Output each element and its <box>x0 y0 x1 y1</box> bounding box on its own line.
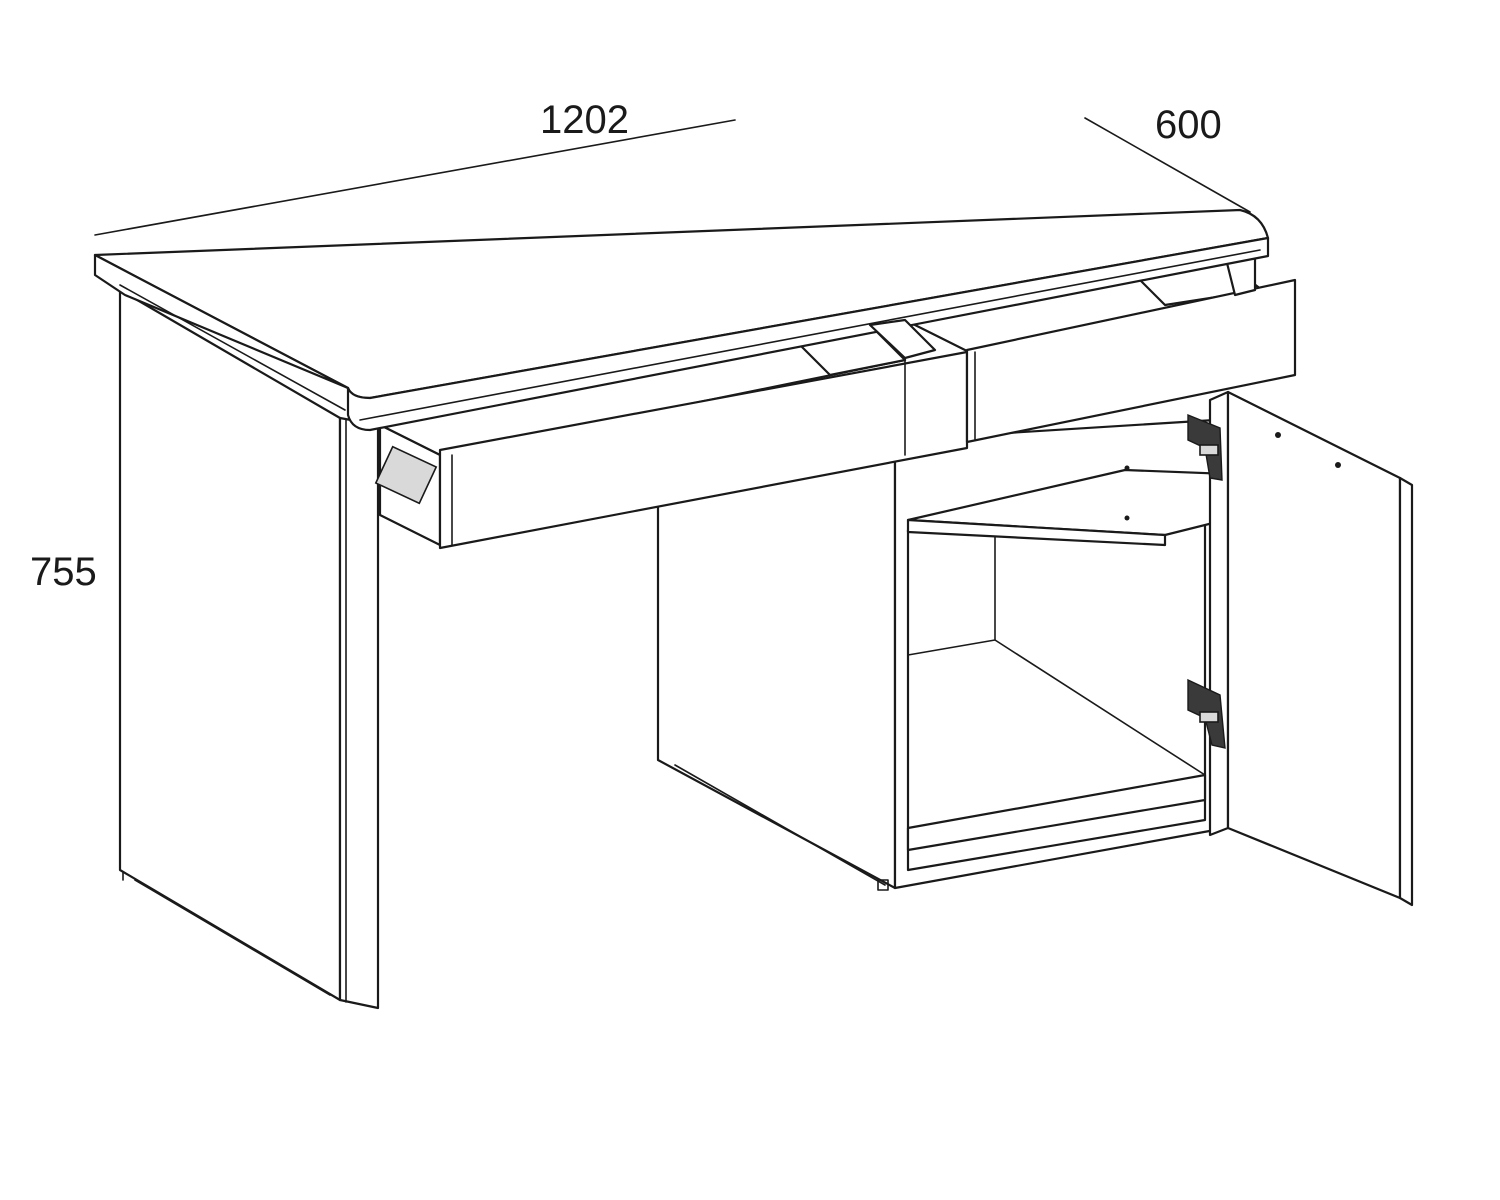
door-screw-2 <box>1335 462 1341 468</box>
right-drawer-front <box>965 278 1297 444</box>
desk-top-edge-band <box>359 249 1261 421</box>
upper-hinge <box>1187 413 1223 481</box>
desk-top-front-edge <box>346 236 1270 432</box>
depth-dimension-label: 600 <box>1155 103 1222 147</box>
left-drawer-front <box>438 350 969 550</box>
cabinet-middle-shelf-edge <box>906 518 1167 547</box>
desk-top-left-edge <box>93 253 350 390</box>
door-panel <box>1226 390 1402 900</box>
left-panel-inner-face <box>118 288 342 1002</box>
width-dimension-line <box>94 119 736 236</box>
cabinet-bottom-shelf <box>906 773 1207 852</box>
cabinet-foot <box>877 879 889 891</box>
width-dimension-label: 1202 <box>540 98 629 142</box>
lower-hinge <box>1187 678 1226 749</box>
height-dimension-label: 755 <box>30 550 97 594</box>
desk-top-side-band <box>119 284 346 411</box>
left-side-panel <box>118 288 380 1010</box>
desk-top <box>93 208 1270 432</box>
left-panel-bottom-line <box>134 879 331 996</box>
open-door <box>1187 390 1414 907</box>
upper-hinge-plate <box>1199 444 1219 456</box>
shelf-pin-1 <box>1124 465 1130 471</box>
left-drawer <box>374 328 969 550</box>
depth-dimension: 600 <box>1084 103 1251 213</box>
height-dimension: 755 <box>30 299 130 881</box>
drawer-divider-top <box>868 318 937 360</box>
cabinet-left-side <box>656 438 897 890</box>
width-dimension: 1202 <box>94 98 736 236</box>
lower-hinge-plate <box>1199 711 1219 723</box>
cabinet-left-bottom-edge <box>674 764 886 886</box>
door-side-edge <box>1398 476 1414 907</box>
drawer-divider <box>868 318 937 456</box>
right-drawer <box>903 248 1297 444</box>
door-screw-1 <box>1275 432 1281 438</box>
depth-dimension-line <box>1084 117 1251 213</box>
cabinet-inner-floor-line <box>994 639 1206 776</box>
shelf-pin-2 <box>1124 515 1130 521</box>
drawer-runner <box>374 445 438 505</box>
